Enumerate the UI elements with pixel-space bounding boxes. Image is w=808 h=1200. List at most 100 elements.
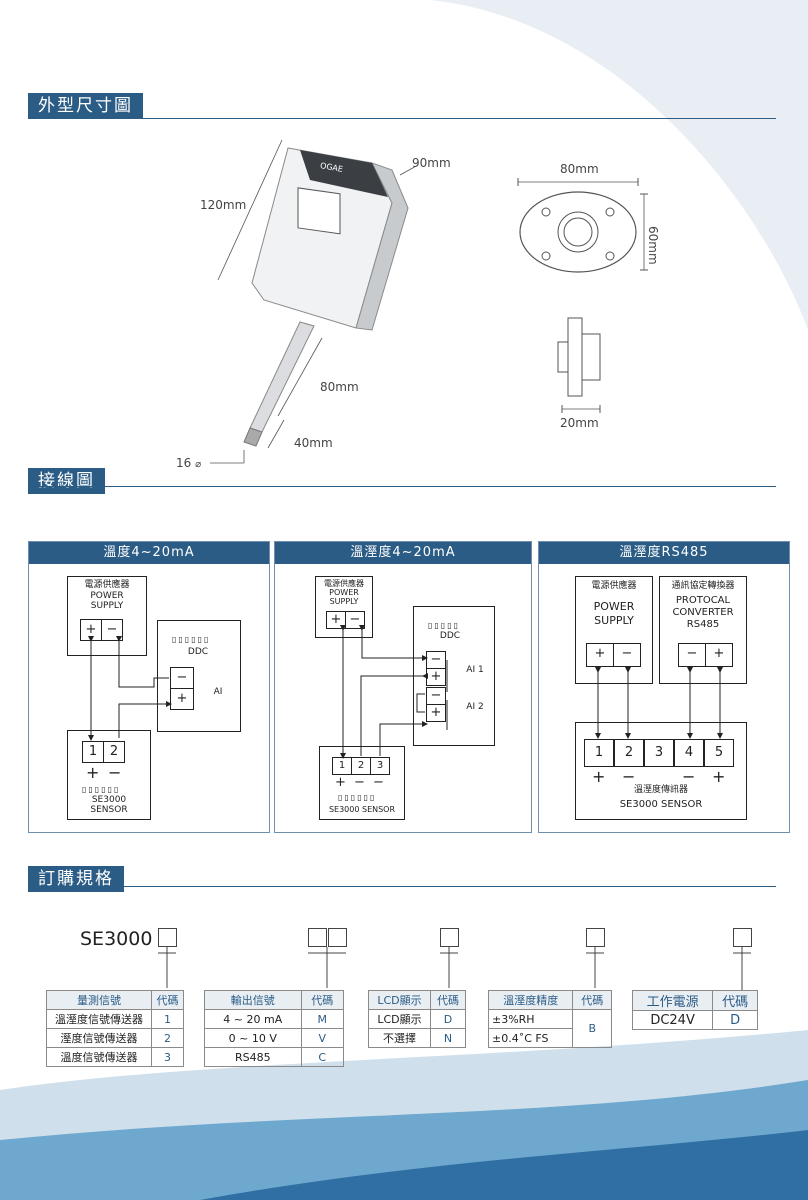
table-cell: LCD顯示 (368, 1009, 431, 1029)
power-supply-en2: SUPPLY (329, 597, 359, 606)
sensor-box: 1 2 3 4 5 + − − + 溫溼度傳訊器 SE3000 SENSOR (575, 722, 747, 820)
table-cell: 溼度信號傳送器 (46, 1028, 152, 1048)
option-box-2b (328, 928, 347, 947)
power-supply-en1: POWER (593, 600, 635, 613)
table-row: 溼度信號傳送器 2 (46, 1028, 185, 1048)
sensor-terminal-5: 5 (704, 739, 734, 767)
probe-diameter-value: 16 (176, 456, 192, 470)
table-header: 工作電源 (631, 990, 714, 1011)
power-supply-en2: SUPPLY (594, 614, 634, 627)
probe-tip-dimension: 40mm (294, 436, 333, 450)
converter-plus-terminal: + (705, 643, 733, 667)
lcd-display-table: LCD顯示 代碼 LCD顯示 D 不選擇 N (368, 990, 467, 1048)
table-cell: 溫度信號傳送器 (46, 1047, 152, 1067)
sensor-label: SE3000 SENSOR (619, 799, 703, 810)
panel1-wires (88, 636, 172, 741)
table-cell: 0 ~ 10 V (204, 1028, 302, 1048)
ddc-symbols: ▯▯▯▯▯▯ (172, 635, 211, 644)
measure-signal-table: 量測信號 代碼 溫溼度信號傳送器 1 溼度信號傳送器 2 溫度信號傳送器 3 (46, 990, 185, 1067)
power-minus-terminal: − (101, 619, 123, 641)
power-minus-terminal: − (345, 611, 365, 629)
sensor-minus-sign-1: − (622, 767, 636, 786)
sensor-cn: 溫溼度傳訊器 (633, 785, 688, 795)
power-supply-cn: 電源供應器 (84, 580, 130, 590)
dimensions-section-line (28, 118, 776, 119)
table-row: 0 ~ 10 V V (204, 1028, 345, 1048)
table-cell: 不選擇 (368, 1028, 431, 1048)
table-header-code: 代碼 (712, 990, 758, 1011)
dimensions-section-title: 外型尺寸圖 (28, 93, 143, 119)
converter-minus-terminal: − (678, 643, 706, 667)
table-header-code: 代碼 (150, 990, 185, 1010)
ddc-label: DDC (187, 647, 209, 657)
power-supply-en1: POWER (329, 588, 359, 597)
sensor-minus-sign-2: − (682, 767, 696, 786)
sensor-terminal-2: 2 (614, 739, 644, 767)
table-cell-code: D (429, 1009, 467, 1029)
table-cell-code: M (300, 1009, 345, 1029)
ddc-symbols: ▯▯▯▯▯ (428, 621, 461, 630)
sensor-label-1: SE3000 (91, 795, 127, 805)
ai2-plus-terminal: + (426, 704, 446, 722)
ai1-label: AI 1 (466, 665, 484, 675)
power-supply-en1: POWER (90, 591, 124, 601)
table-row: DC24V D (631, 1010, 758, 1030)
option-box-5 (733, 928, 752, 947)
option-box-2a (308, 928, 327, 947)
power-minus-terminal: − (613, 643, 641, 667)
panel-title: 溫度4~20mA (29, 542, 269, 564)
sensor-terminal-3: 3 (370, 757, 390, 775)
table-cell-code: B (572, 1009, 612, 1048)
table-row: RS485 C (204, 1047, 345, 1067)
table-cell-code: 3 (150, 1047, 185, 1067)
table-cell: DC24V (631, 1010, 714, 1030)
panel3-wires (595, 667, 723, 739)
panel-title: 溫溼度4~20mA (275, 542, 531, 564)
table-row: 溫度信號傳送器 3 (46, 1047, 185, 1067)
power-supply-en2: SUPPLY (90, 601, 124, 611)
probe-length-dimension: 80mm (320, 380, 359, 394)
side-depth-dimension: 20mm (560, 416, 599, 430)
table-cell: 溫溼度信號傳送器 (46, 1009, 152, 1029)
table-row: ±0.4˚C FS (487, 1028, 612, 1048)
diameter-icon: ⌀ (195, 459, 202, 470)
sensor-minus-sign-1: − (354, 775, 365, 790)
table-cell-code: 2 (150, 1028, 185, 1048)
table-cell-code: D (712, 1010, 758, 1030)
probe-diameter-dimension: 16 ⌀ (176, 456, 201, 470)
table-cell: ±3%RH (487, 1009, 574, 1029)
sensor-terminal-3: 3 (644, 739, 674, 767)
table-header: 量測信號 (46, 990, 152, 1010)
table-row: 溫溼度信號傳送器 1 (46, 1009, 185, 1029)
wiring-panel-temphum-rs485: 溫溼度RS485 電源供應器 POWER SUPPLY + − 通訊協定轉換器 … (538, 541, 790, 833)
option-box-1 (158, 928, 177, 947)
sensor-plus-sign-2: + (712, 767, 726, 786)
sensor-symbols: ▯▯▯▯▯▯ (82, 785, 121, 794)
order-section-line (28, 886, 776, 887)
power-supply-box: 電源供應器 POWER SUPPLY + − (67, 576, 147, 656)
dimensions-drawing (210, 139, 648, 464)
converter-en1: PROTOCAL (675, 595, 731, 606)
panel-title: 溫溼度RS485 (539, 542, 789, 564)
wiring-section-line (28, 486, 776, 487)
table-row: 不選擇 N (368, 1028, 467, 1048)
sensor-plus-sign: + (335, 775, 346, 790)
ddc-box: ▯▯▯▯▯▯ DDC − + AI (157, 620, 241, 732)
table-row: ±3%RH B (487, 1009, 612, 1048)
option-box-4 (586, 928, 605, 947)
model-number: SE3000 (80, 928, 153, 950)
converter-cn: 通訊協定轉換器 (671, 581, 735, 591)
height-dimension: 120mm (200, 198, 247, 212)
power-supply-cn: 電源供應器 (591, 581, 637, 591)
table-row: 4 ~ 20 mA M (204, 1009, 345, 1029)
ai-label: AI (213, 687, 223, 697)
table-cell-code: N (429, 1028, 467, 1048)
table-cell: RS485 (204, 1047, 302, 1067)
sensor-box: 1 2 + − ▯▯▯▯▯▯ SE3000 SENSOR (67, 730, 151, 820)
power-supply-box: 電源供應器 POWER SUPPLY + − (575, 576, 653, 684)
power-table: 工作電源 代碼 DC24V D (631, 990, 758, 1030)
sensor-box: 1 2 3 + − − ▯▯▯▯▯▯ SE3000 SENSOR (319, 746, 405, 820)
output-signal-table: 輸出信號 代碼 4 ~ 20 mA M 0 ~ 10 V V RS485 C (204, 990, 345, 1067)
width-front-dimension: 80mm (560, 162, 599, 176)
sensor-plus-sign: + (86, 763, 100, 782)
